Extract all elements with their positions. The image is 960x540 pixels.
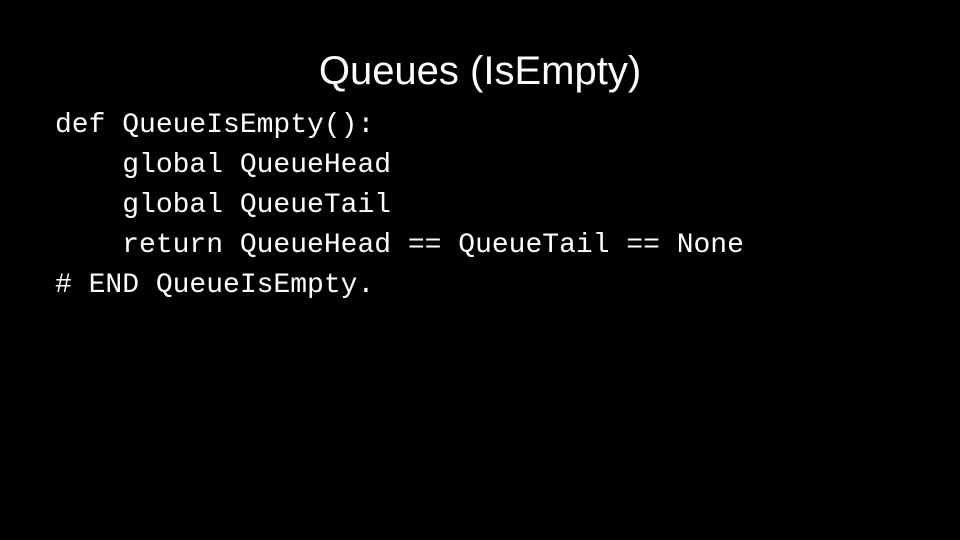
code-line: global QueueTail xyxy=(55,190,392,221)
code-line: global QueueHead xyxy=(55,150,392,181)
code-block: def QueueIsEmpty(): global QueueHead glo… xyxy=(55,106,744,306)
code-line: # END QueueIsEmpty. xyxy=(55,270,375,301)
code-line: def QueueIsEmpty(): xyxy=(55,110,375,141)
slide-title: Queues (IsEmpty) xyxy=(318,49,642,93)
code-line: return QueueHead == QueueTail == None xyxy=(55,230,744,261)
